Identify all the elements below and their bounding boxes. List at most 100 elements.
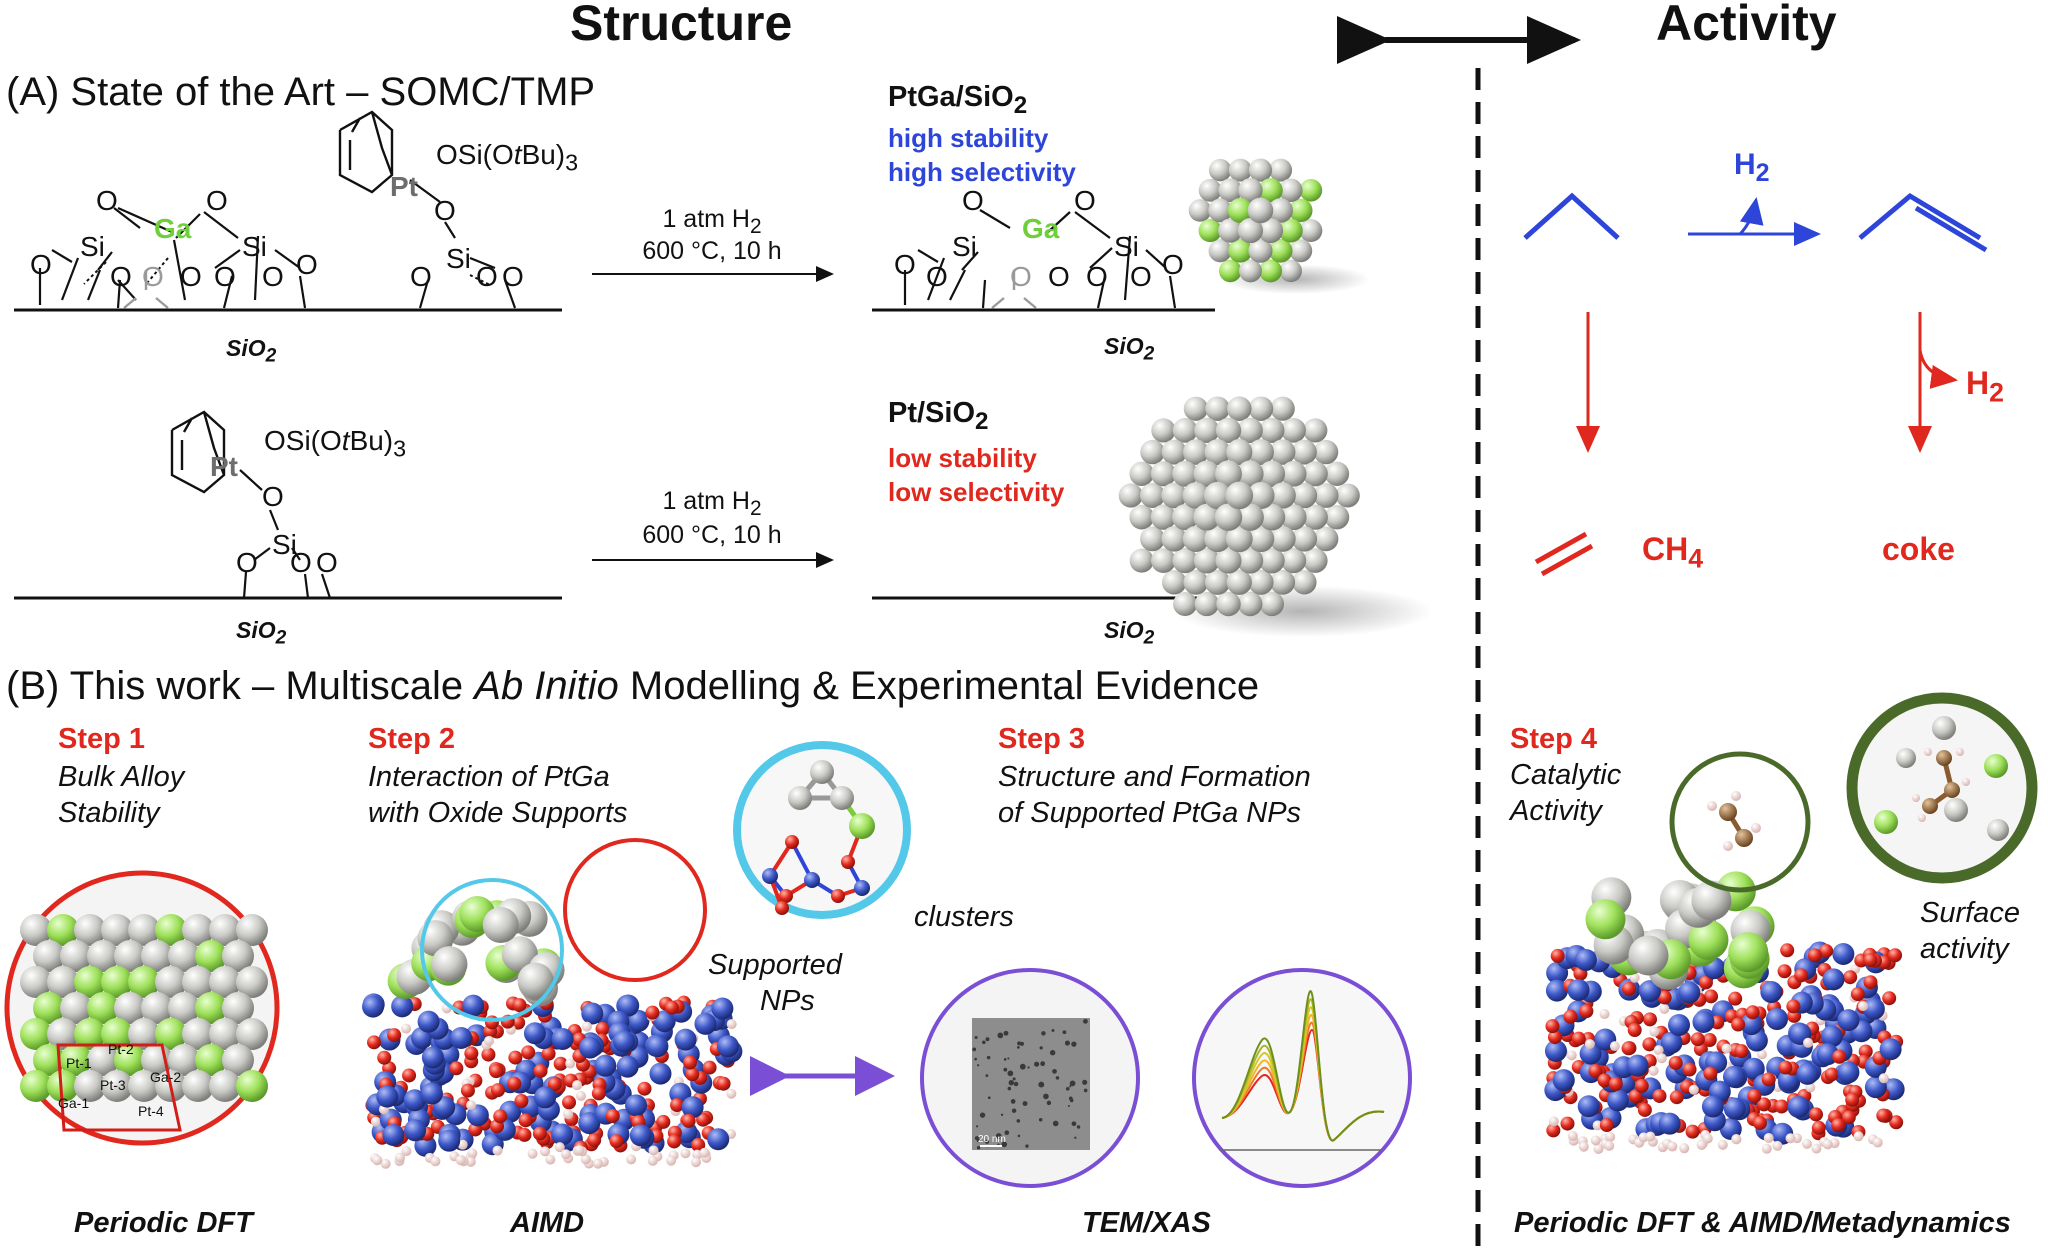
o-atom: O: [142, 262, 164, 293]
c-atom: [1936, 750, 1952, 766]
h-atom: [1549, 1116, 1559, 1126]
ga-atom: [1874, 810, 1898, 834]
o-atom: [449, 1061, 463, 1075]
tem-particle: [1072, 1121, 1077, 1126]
pt-atom: [1151, 418, 1175, 442]
c-atom: [1735, 829, 1753, 847]
si-atom: [625, 1094, 647, 1116]
si-atom: [707, 1128, 729, 1150]
ptga-property-2: high selectivity: [888, 158, 1076, 187]
pt-atom: [1140, 527, 1165, 552]
pt-atom: [1270, 570, 1295, 595]
tem-particle: [1052, 1029, 1055, 1032]
pt-atom: [1184, 397, 1208, 421]
o-atom: [1703, 1066, 1717, 1080]
si-atom: [404, 1119, 426, 1141]
tem-particle: [1063, 1030, 1067, 1034]
pt-atom: [1248, 570, 1273, 595]
pt-atom: [1299, 219, 1322, 242]
step1-title: Step 1: [58, 724, 145, 756]
o-atom: O: [1162, 250, 1184, 281]
supported-label-2: NPs: [760, 986, 815, 1018]
surface-highlight-circle: [565, 840, 705, 980]
o-atom: [685, 1067, 699, 1081]
atom-label: Pt-4: [138, 1104, 164, 1119]
o-atom: [703, 1061, 717, 1075]
pt-atom: [1205, 396, 1229, 420]
h-atom: [466, 1100, 476, 1110]
pt-atom: [1281, 418, 1306, 443]
o-atom: O: [262, 482, 284, 513]
o-atom: [1778, 1061, 1792, 1075]
si-atom: [1880, 1038, 1902, 1060]
h-atom: [1568, 1131, 1578, 1141]
o-atom: O: [96, 186, 118, 217]
si-atom: [694, 1013, 716, 1035]
pt-atom: [1281, 548, 1306, 573]
pt-atom: [1229, 159, 1252, 182]
h-atom: [540, 1146, 550, 1156]
o-atom: [514, 1094, 528, 1108]
pt-atom: [1628, 935, 1668, 975]
pt-atom: [1292, 570, 1316, 594]
h-atom: [1772, 1141, 1782, 1151]
ethylene-molecule: [1536, 534, 1592, 574]
o-atom: O: [476, 262, 498, 293]
si-atom: [594, 1055, 616, 1077]
h-atom: [1649, 1027, 1659, 1037]
h-atom: [545, 1155, 555, 1165]
section-b-title: (B) This work – Multiscale Ab Initio Mod…: [6, 664, 1259, 708]
atom-label: Pt-3: [100, 1078, 126, 1093]
o-atom: [1825, 1067, 1839, 1081]
tem-particle: [1050, 1050, 1055, 1055]
pt-atom: [1259, 418, 1284, 443]
pt-atom: [1314, 527, 1339, 552]
atom-label: Ga-1: [58, 1096, 89, 1111]
pt-property-1: low stability: [888, 444, 1037, 473]
si-atom: [1627, 1055, 1649, 1077]
si-atom: [1788, 1096, 1810, 1118]
o-atom: [1794, 968, 1808, 982]
tem-particle: [1001, 1114, 1003, 1116]
si-atom: [1668, 1014, 1690, 1036]
o-atom: [1863, 975, 1877, 989]
step2-title: Step 2: [368, 724, 455, 756]
tem-particle: [1052, 1069, 1057, 1074]
tem-particle: [1007, 1070, 1013, 1076]
si-atom: [1823, 968, 1845, 990]
h-atom: [1657, 1053, 1667, 1063]
ptga-property-1: high stability: [888, 124, 1048, 153]
ga-atom: [1585, 899, 1625, 939]
si-atom: [1837, 1061, 1859, 1083]
tem-particle: [1068, 1105, 1070, 1107]
pt-atom: [1209, 159, 1232, 182]
si-atom: [1766, 1008, 1788, 1030]
method-label-4: Periodic DFT & AIMD/Metadynamics: [1514, 1208, 2011, 1240]
si-atom: [1659, 1113, 1681, 1135]
tem-particle: [987, 1056, 990, 1059]
h-atom: [1689, 1085, 1699, 1095]
o-atom: O: [214, 262, 236, 293]
tem-particle: [1017, 1046, 1020, 1049]
adsorbate-circle: [1672, 754, 1808, 890]
h-atom: [626, 1154, 636, 1164]
h-atom: [1764, 1133, 1774, 1143]
pt-atom: [483, 907, 519, 943]
h2-release-curve-blue: [1740, 200, 1756, 234]
o-atom: [367, 1035, 381, 1049]
pt-atom: [1249, 396, 1273, 420]
propene-molecule: [1860, 196, 1986, 250]
o-atom: [606, 1109, 620, 1123]
o-atom: [638, 1082, 652, 1096]
tem-particle: [1004, 1058, 1007, 1061]
si-atom: [362, 996, 384, 1018]
h-atom: [1604, 1141, 1614, 1151]
tem-particle: [1047, 1101, 1051, 1105]
pt-atom: [1162, 570, 1186, 594]
si-atom: [1553, 1069, 1575, 1091]
pt-atom: Pt: [390, 172, 418, 203]
tem-particle: [980, 1112, 985, 1117]
o-atom: [1686, 1125, 1700, 1139]
h-atom: [528, 1149, 538, 1159]
o-atom: [1635, 1079, 1649, 1093]
